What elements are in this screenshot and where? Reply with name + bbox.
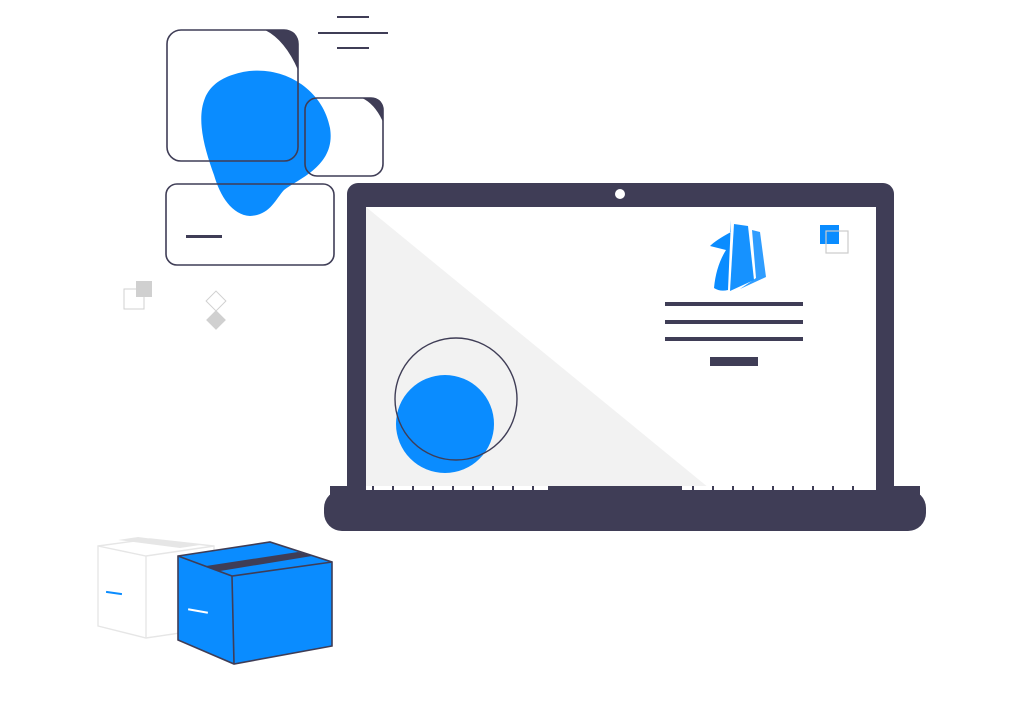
card-wide (165, 183, 335, 266)
circle-outline (394, 337, 518, 461)
laptop-base (324, 490, 926, 531)
keyboard-keys (366, 486, 876, 491)
floating-cards-group (165, 29, 384, 266)
screen-line-2 (665, 320, 803, 324)
menu-line-3 (337, 47, 369, 49)
screen-line-1 (665, 302, 803, 306)
screen-square-outline (825, 230, 849, 254)
shipping-box-icon (97, 537, 333, 665)
logo-icon (710, 220, 766, 291)
card-dark-corner (265, 30, 298, 70)
laptop-camera (615, 189, 625, 199)
blue-blob-shape (201, 70, 331, 217)
card-small-dark-corner (362, 98, 383, 122)
screen-button-bar (710, 357, 758, 366)
small-diamond-a (205, 290, 227, 312)
laptop-icon (324, 183, 926, 531)
screen-square-blue (820, 225, 839, 244)
screen-squares-decoration (820, 225, 849, 254)
card-large (166, 29, 299, 162)
menu-line-2 (318, 32, 388, 34)
card-small (304, 97, 384, 177)
screen-line-3 (665, 337, 803, 341)
small-square-b (123, 288, 145, 310)
box-blue (177, 541, 333, 665)
card-wide-text-line (186, 235, 222, 238)
screen-text-lines (665, 302, 803, 366)
small-diamond-b (206, 310, 226, 330)
small-squares-decoration (123, 281, 227, 330)
menu-line-1 (337, 16, 369, 18)
menu-lines-decoration (318, 16, 388, 49)
